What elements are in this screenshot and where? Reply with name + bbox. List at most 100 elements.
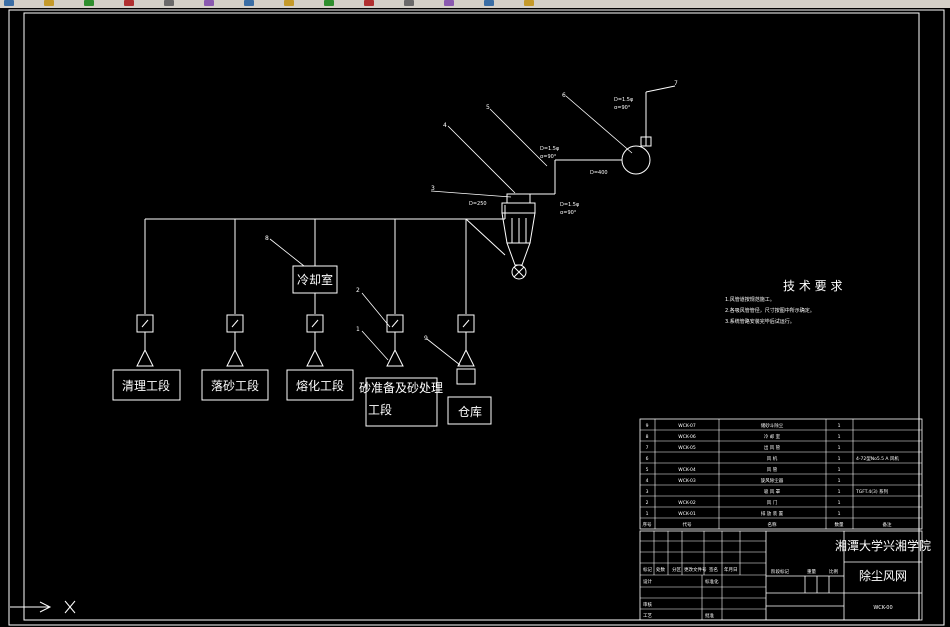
tb-label-review: 审核: [643, 601, 652, 608]
tb-label-weight: 重量: [807, 568, 816, 575]
damper-valve: [457, 314, 475, 350]
tech-req-line-1: 1.风管道按规范施工。: [725, 296, 775, 303]
tb-label-sign: 签名: [709, 566, 718, 573]
duct-network: [144, 85, 676, 314]
tb-label-count: 处数: [656, 566, 665, 573]
parts-row-code: WCK-07: [678, 423, 696, 429]
parts-row-qty: 1: [838, 434, 841, 440]
title-block: [639, 530, 923, 621]
leader-lines: [269, 95, 633, 366]
cooling-room-box: [292, 265, 338, 294]
parts-row-code: WCK-02: [678, 500, 696, 506]
tb-label-date: 年月日: [724, 566, 738, 573]
parts-row-no: 4: [646, 478, 649, 484]
sheet-inner-border: [23, 12, 920, 621]
callout-3: 3: [431, 185, 435, 192]
zoom-icon[interactable]: [404, 0, 414, 6]
parts-row-code: WCK-03: [678, 478, 696, 484]
layer-icon[interactable]: [364, 0, 374, 6]
parts-row-no: 1: [646, 511, 649, 517]
tb-label-standard: 标准化: [705, 578, 719, 585]
callout-8: 8: [265, 235, 269, 242]
paste-icon[interactable]: [284, 0, 294, 6]
parts-header-code: 代号: [683, 521, 692, 528]
parts-row-name: 冷 却 室: [764, 433, 781, 440]
callout-2: 2: [356, 287, 360, 294]
duct-dim-a2: α=90°: [540, 154, 557, 160]
undo-icon[interactable]: [84, 0, 94, 6]
redo-icon[interactable]: [124, 0, 134, 6]
parts-row-code: WCK-04: [678, 467, 696, 473]
tb-label-design: 设计: [643, 578, 652, 585]
parts-row-code: WCK-05: [678, 445, 696, 451]
tb-label-zone: 分区: [672, 566, 681, 573]
suction-hood: [136, 348, 154, 367]
pan-icon[interactable]: [444, 0, 454, 6]
suction-hood: [226, 348, 244, 367]
duct-dim-d1: D=1.5φ: [614, 97, 634, 103]
duct-dim-main: D=250: [469, 201, 487, 207]
callout-5: 5: [486, 104, 490, 111]
damper-valve: [136, 314, 154, 350]
parts-header-qty: 数量: [835, 521, 844, 528]
parts-row-no: 3: [646, 489, 649, 495]
parts-row-name: 出 风 管: [764, 444, 781, 451]
tech-req-line-2: 2.各吸风管管径，尺寸按图中所示确定。: [725, 307, 815, 314]
parts-row-no: 8: [646, 434, 649, 440]
duct-dim-a3: α=90°: [560, 210, 577, 216]
warehouse-bin: [456, 368, 476, 385]
parts-row-no: 7: [646, 445, 649, 451]
workshop-label-cangku: 仓库: [458, 404, 482, 419]
parts-row-name: 储砂斗除尘: [761, 422, 784, 429]
cad-toolbar: [0, 0, 950, 8]
parts-row-code: WCK-01: [678, 511, 696, 517]
workshop-label-luosha: 落砂工段: [211, 378, 259, 393]
fan: [621, 136, 652, 175]
tb-label-process: 工艺: [643, 613, 652, 619]
parts-row-note: 4-72型No5.5 A 风机: [856, 455, 899, 462]
duct-dim-a1: α=90°: [614, 105, 631, 111]
sheet-outer-border: [8, 9, 945, 626]
print-icon[interactable]: [164, 0, 174, 6]
save-icon[interactable]: [44, 0, 54, 6]
match-icon[interactable]: [324, 0, 334, 6]
callout-1: 1: [356, 326, 360, 333]
damper-valve: [226, 314, 244, 350]
callout-4: 4: [443, 122, 447, 129]
parts-row-qty: 1: [838, 445, 841, 451]
parts-row-name: 吸 风 罩: [764, 489, 781, 495]
parts-row-qty: 1: [838, 511, 841, 517]
suction-hood: [306, 348, 324, 367]
parts-header-note: 备注: [883, 521, 892, 528]
parts-row-qty: 1: [838, 489, 841, 495]
cooling-room-label: 冷却室: [297, 272, 333, 287]
workshop-boxes: [112, 369, 492, 427]
suction-hood: [386, 348, 404, 367]
tech-req-title: 技 术 要 求: [783, 279, 842, 293]
parts-row-qty: 1: [838, 500, 841, 506]
parts-row-code: WCK-06: [678, 434, 696, 440]
layer-state-icon[interactable]: [524, 0, 534, 6]
title-school: 湘潭大学兴湘学院: [835, 538, 931, 553]
properties-icon[interactable]: [484, 0, 494, 6]
tb-label-stage: 阶段标记: [771, 568, 789, 575]
ucs-icon: [10, 600, 76, 614]
parts-row-qty: 1: [838, 467, 841, 473]
copy-icon[interactable]: [244, 0, 254, 6]
parts-row-note: TGFT.4(3) 系列: [855, 488, 889, 495]
parts-row-name: 风 机: [767, 455, 778, 462]
parts-row-qty: 1: [838, 456, 841, 462]
folder-icon[interactable]: [4, 0, 14, 6]
parts-row-qty: 1: [838, 478, 841, 484]
parts-header-name: 名称: [768, 521, 777, 528]
duct-dim-d2: D=1.5φ: [540, 146, 560, 152]
cut-icon[interactable]: [204, 0, 214, 6]
damper-valve: [306, 314, 324, 350]
callout-7: 7: [674, 80, 678, 87]
parts-row-name: 旋风除尘器: [761, 477, 784, 484]
parts-header-no: 序号: [643, 521, 652, 528]
callout-9: 9: [424, 335, 428, 342]
duct-dim-d3: D=1.5φ: [560, 202, 580, 208]
cyclone-collector: [501, 193, 536, 280]
